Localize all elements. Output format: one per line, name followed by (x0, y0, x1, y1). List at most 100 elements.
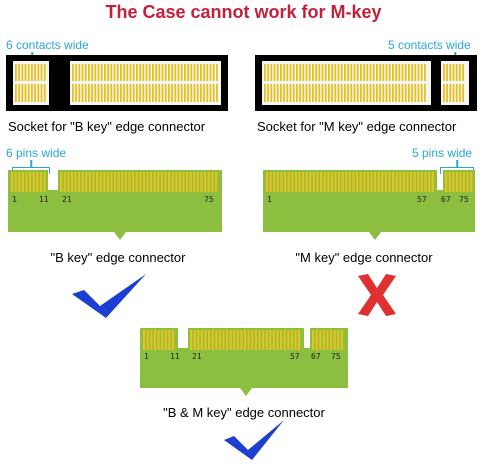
socket-contact (289, 64, 292, 81)
checkmark-icon (224, 420, 284, 460)
socket-contact (168, 64, 170, 81)
edge-pin (96, 172, 99, 192)
edge-pin (110, 172, 113, 192)
edge-pin (302, 172, 305, 192)
socket-contact (305, 84, 308, 102)
socket-contact (404, 64, 407, 81)
edge-pin (294, 330, 297, 350)
socket-contact (417, 84, 420, 102)
edge-pin (287, 330, 290, 350)
socket-contact (158, 84, 161, 102)
socket-contact (283, 84, 285, 102)
edge-pin (269, 330, 272, 350)
socket-contact (123, 64, 125, 81)
socket-contact (190, 64, 193, 81)
socket-contact (395, 64, 397, 81)
socket-contact (334, 84, 337, 102)
socket-contact (276, 84, 279, 102)
socket-contact (116, 84, 119, 102)
socket-contact (104, 64, 106, 81)
socket-contact (43, 64, 46, 81)
edge-pin (208, 330, 211, 350)
edge-pin (327, 172, 330, 192)
socket-contact (350, 84, 353, 102)
edge-pin (39, 172, 42, 192)
socket-contact (408, 64, 410, 81)
edge-pin (320, 172, 323, 192)
edge-pin (244, 330, 247, 350)
socket-contact (388, 64, 391, 81)
socket-contact (164, 84, 167, 102)
socket-contact (353, 64, 356, 81)
edge-pin (254, 330, 257, 350)
edge-pin (381, 172, 384, 192)
socket-contact (206, 84, 209, 102)
socket-contact (318, 64, 321, 81)
edge-pin (215, 330, 218, 350)
socket-contact (136, 64, 138, 81)
edge-pin (81, 172, 84, 192)
edge-pin (305, 172, 308, 192)
edge-pin (157, 172, 160, 192)
edge-pin (322, 330, 325, 350)
socket-contact (344, 64, 346, 81)
edge-pin (319, 330, 322, 350)
socket-contact (312, 64, 314, 81)
edge-pin (25, 172, 28, 192)
socket-contact (283, 64, 285, 81)
edge-pin (196, 172, 199, 192)
edge-pin (204, 172, 207, 192)
socket-contact (392, 64, 394, 81)
socket-contact (462, 84, 464, 102)
socket-contact (100, 64, 103, 81)
socket-contact (280, 84, 282, 102)
edge-pin (211, 330, 214, 350)
socket-contact (452, 64, 455, 81)
socket-contact (395, 84, 397, 102)
socket-contact (129, 84, 132, 102)
socket-contact (446, 84, 448, 102)
left-socket-label: Socket for "B key" edge connector (8, 119, 206, 134)
socket-contact (331, 84, 333, 102)
edge-pin (60, 172, 63, 192)
socket-contact (296, 64, 298, 81)
socket-contact (152, 64, 154, 81)
edge-pin (193, 172, 196, 192)
edge-pin (352, 172, 355, 192)
edge-pin (448, 172, 451, 192)
socket-contact (187, 64, 189, 81)
edge-pin (356, 172, 359, 192)
socket-contact (88, 64, 90, 81)
edge-pin (114, 172, 117, 192)
socket-contact (417, 64, 420, 81)
socket-contact (120, 64, 122, 81)
edge-pin (150, 172, 153, 192)
edge-pin (193, 330, 196, 350)
socket-contact (360, 64, 362, 81)
edge-pin (29, 172, 32, 192)
socket-contact (136, 84, 138, 102)
edge-pin (276, 330, 279, 350)
right-socket (255, 55, 477, 111)
left-socket-contacts (13, 61, 221, 105)
socket-contact (366, 84, 369, 102)
socket-contact (91, 64, 93, 81)
socket-contact (308, 84, 311, 102)
socket-contact (324, 84, 327, 102)
edge-pin (341, 172, 344, 192)
edge-pin (269, 172, 272, 192)
socket-contact (27, 84, 30, 102)
socket-contact (398, 64, 401, 81)
socket-contact (420, 64, 423, 81)
edge-pin (466, 172, 469, 192)
edge-pin (14, 172, 17, 192)
socket-contact (452, 84, 455, 102)
socket-contact (81, 64, 84, 81)
socket-contact (216, 64, 218, 81)
socket-contact (296, 84, 298, 102)
socket-contact (398, 84, 401, 102)
socket-contact (392, 84, 394, 102)
socket-contact (78, 64, 81, 81)
socket-contact (129, 64, 132, 81)
edge-pin (370, 172, 373, 192)
